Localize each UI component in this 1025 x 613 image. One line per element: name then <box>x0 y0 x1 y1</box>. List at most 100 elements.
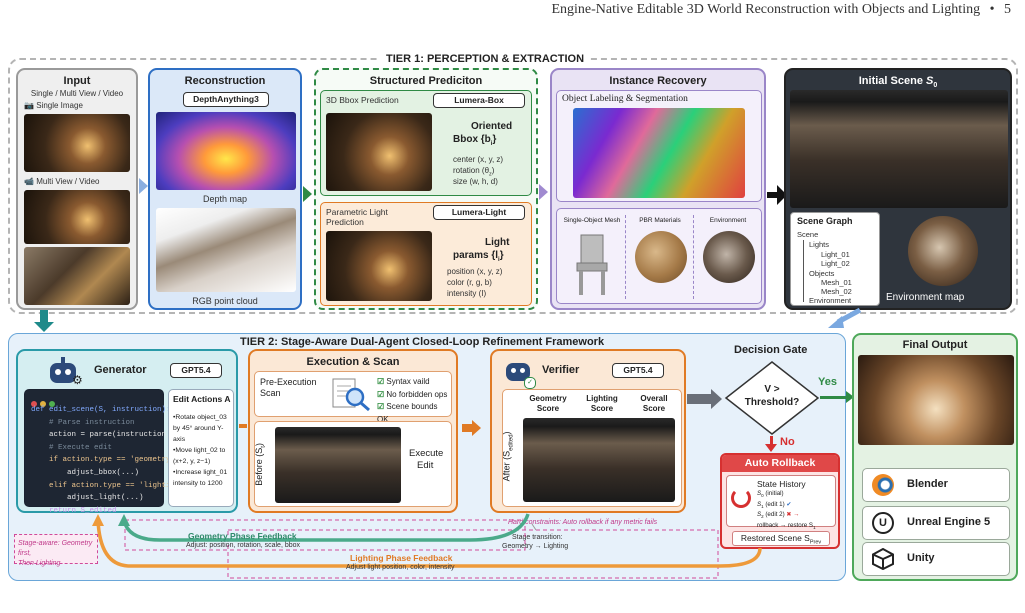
instance-recovery-panel: Instance Recovery Object Labeling & Segm… <box>550 68 766 310</box>
arrow-verifier-decision <box>711 389 722 409</box>
restore-line-text: rollback → restore S <box>757 522 814 530</box>
state-history-box: State History S0 (initial) S1 (edit 1) ✔… <box>726 475 836 530</box>
tree-environment: Environment <box>809 296 852 305</box>
code-line: adjust_light(...) <box>31 494 144 503</box>
action-line: •Increase light_01 <box>173 469 228 476</box>
bbox-label: 3D Bbox Prediction <box>326 95 399 105</box>
before-end: ) <box>253 443 264 447</box>
pre-scan-label-2: Scan <box>260 388 281 398</box>
geometry-feedback-title: Geometry Phase Feedback <box>188 531 297 541</box>
check-item: ☑ Syntax vaild <box>377 376 451 389</box>
camera-icon: 📷 <box>24 101 34 110</box>
state-row: S0 (initial) <box>757 490 816 501</box>
verifier-title: Verifier <box>542 364 580 376</box>
light-heading-sub: i <box>498 257 500 263</box>
auto-rollback-panel: Auto Rollback State History S0 (initial)… <box>720 453 840 549</box>
no-arrow <box>765 444 777 452</box>
environment-map-caption: Environment map <box>886 292 965 303</box>
check-item: ☑ No forbidden ops <box>377 389 451 402</box>
light-heading-text: params {l <box>453 250 499 261</box>
action-line: •Move light_02 to <box>173 447 226 454</box>
check-forbidden: No forbidden ops <box>386 389 448 399</box>
check-bounds: Scene bounds OK <box>377 402 438 424</box>
edit-actions-box: Edit Actions A •Rotate object_03 by 45° … <box>168 389 234 507</box>
initial-title-var: S <box>926 75 934 87</box>
state-text: (edit 1) <box>763 500 787 508</box>
stage-aware-line-1: Stage-aware: Geometry first, <box>18 540 93 557</box>
environment-map-sphere <box>908 216 978 286</box>
engine-blender-name: Blender <box>907 478 948 490</box>
state-var: S <box>757 500 762 508</box>
checkbox-icon: ☑ <box>377 377 385 386</box>
undo-icon <box>731 488 751 508</box>
tree-line <box>803 240 804 302</box>
light-param-position: position (x, y, z) <box>447 267 503 276</box>
lumera-light-tag: Lumera-Light <box>433 205 525 220</box>
initial-title-sub: 0 <box>933 82 938 90</box>
chair-mesh-icon <box>576 234 608 295</box>
engine-unreal: U Unreal Engine 5 <box>862 506 1010 540</box>
initial-title-text: Initial Scene <box>858 75 926 87</box>
generator-title: Generator <box>94 364 147 376</box>
mesh-label: Single-Object Mesh <box>563 217 621 224</box>
environment-sphere <box>703 231 755 283</box>
arrow-input-reconstruction <box>139 178 148 194</box>
restored-scene-box: Restored Scene SPrev <box>732 531 830 546</box>
code-line: adjust_bbox(...) <box>31 468 140 477</box>
after-sub: edited <box>508 434 515 451</box>
state-var: S <box>757 511 762 519</box>
bbox-subpanel: 3D Bbox Prediction Lumera-Box Oriented B… <box>320 90 532 196</box>
engine-unreal-name: Unreal Engine 5 <box>907 516 991 528</box>
before-render <box>275 427 401 503</box>
scan-magnifier-icon <box>332 378 370 412</box>
lighting-feedback-title: Lighting Phase Feedback <box>350 553 453 563</box>
arrow-execution-verifier <box>472 420 481 436</box>
generator-model-tag: GPT5.4 <box>170 363 222 378</box>
engine-unity-name: Unity <box>907 552 935 564</box>
decision-condition: V >Threshold? <box>724 383 820 409</box>
arrow-generator-execution-shaft <box>239 424 247 428</box>
tree-objects: Objects <box>809 269 835 278</box>
robot-icon <box>46 357 80 385</box>
stage-aware-note: Stage-aware: Geometry first,Then Lightin… <box>14 534 98 567</box>
light-param-color: color (r, g, b) <box>447 278 492 287</box>
state-sub: 2 <box>761 514 764 520</box>
action-line: (x+2, y, z−1) <box>173 458 211 465</box>
bbox-param-center: center (x, y, z) <box>453 155 504 164</box>
initial-scene-title: Initial Scene S0 <box>786 75 1010 89</box>
tree-mesh-01: Mesh_01 <box>821 278 852 287</box>
action-line: •Rotate object_03 <box>173 414 227 421</box>
unreal-icon: U <box>872 512 894 534</box>
code-block: def edit_scene(S, instruction): # Parse … <box>31 404 189 517</box>
arrow-instance-initial <box>777 185 787 205</box>
tree-scene: Scene <box>797 230 819 239</box>
state-history-rows: S0 (initial) S1 (edit 1) ✔ S2 (edit 2) ✖… <box>757 490 816 533</box>
tree-light-02: Light_02 <box>821 259 850 268</box>
bbox-heading-text: Bbox {b <box>453 134 491 145</box>
multi-view-label: 📹 Multi View / Video <box>24 177 100 186</box>
scene-graph-box: Scene Graph Scene Lights Light_01 Light_… <box>790 212 880 306</box>
bbox-param-rotation: rotation (θz) <box>453 166 494 178</box>
multi-view-thumb-1 <box>24 190 130 244</box>
page-number: 5 <box>1004 2 1011 17</box>
video-icon: 📹 <box>24 177 34 186</box>
running-header: Engine-Native Editable 3D World Reconstr… <box>551 2 1011 18</box>
light-label-2: Prediction <box>326 217 364 227</box>
action-line: intensity to 1200 <box>173 480 223 487</box>
blender-icon <box>872 474 894 496</box>
arrow-tier1-tier2 <box>34 322 54 332</box>
multi-view-text: Multi View / Video <box>36 177 100 186</box>
before-sub: t <box>260 446 267 448</box>
gear-icon: ⚙ <box>72 373 83 387</box>
bbox-heading-sub: i <box>490 141 493 147</box>
divider-2 <box>693 215 694 299</box>
lumera-box-tag: Lumera-Box <box>433 93 525 108</box>
point-cloud-caption: RGB point cloud <box>192 296 258 306</box>
edit-actions-list: •Rotate object_03 by 45° around Y- axis … <box>173 412 227 489</box>
pbr-sphere <box>635 231 687 283</box>
instance-title: Instance Recovery <box>609 75 707 87</box>
overall-score-line-2: Score <box>642 404 666 413</box>
edit-actions-title: Edit Actions A <box>173 394 231 404</box>
input-subtitle: Single / Multi View / Video <box>30 89 124 98</box>
